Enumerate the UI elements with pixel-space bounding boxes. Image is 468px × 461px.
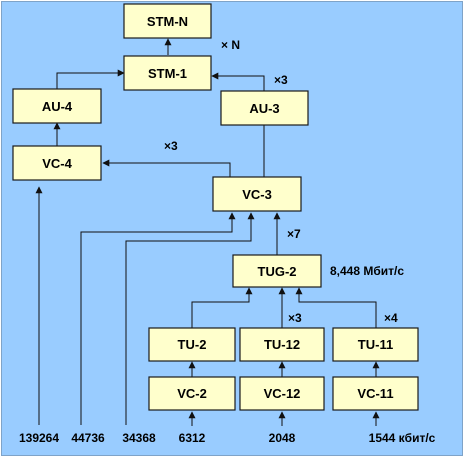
box-stm-n: STM-N bbox=[123, 3, 212, 39]
box-au-4-label: AU-4 bbox=[42, 99, 73, 114]
connectors bbox=[35, 38, 380, 426]
box-tu-2: TU-2 bbox=[148, 327, 236, 362]
box-vc-4: VC-4 bbox=[12, 145, 102, 181]
box-tu-12-label: TU-12 bbox=[264, 337, 300, 352]
input-rate-34368: 34368 bbox=[122, 431, 156, 445]
input-rate-139264: 139264 bbox=[19, 431, 59, 445]
input-rate-2048: 2048 bbox=[269, 431, 296, 445]
multiplier-tug-2: ×7 bbox=[287, 227, 301, 241]
box-stm-n-label: STM-N bbox=[147, 14, 188, 29]
box-vc-11-label: VC-11 bbox=[357, 386, 393, 401]
box-au-3: AU-3 bbox=[220, 90, 309, 126]
box-vc-2-label: VC-2 bbox=[177, 386, 207, 401]
box-vc-12-label: VC-12 bbox=[264, 386, 301, 401]
multiplier-stm-n: × N bbox=[221, 38, 240, 52]
multiplier-tu-12: ×3 bbox=[288, 311, 302, 325]
box-tu-12: TU-12 bbox=[239, 327, 325, 362]
box-tu-11-label: TU-11 bbox=[358, 337, 393, 352]
multiplier-tu-11: ×4 bbox=[384, 311, 398, 325]
box-tug-2-label: TUG-2 bbox=[258, 264, 297, 279]
input-rate-6312: 6312 bbox=[179, 431, 206, 445]
box-stm-1: STM-1 bbox=[123, 55, 212, 91]
arrow-44736-to-vc3 bbox=[80, 212, 236, 425]
tug-2-rate-label: 8,448 Мбит/с bbox=[330, 264, 404, 278]
arrow-au4-to-stm1 bbox=[56, 69, 125, 89]
arrow-au3-to-stm1 bbox=[211, 72, 265, 91]
box-vc-11: VC-11 bbox=[332, 376, 419, 411]
box-vc-3-label: VC-3 bbox=[242, 187, 272, 202]
arrow-tu11-to-tug2 bbox=[295, 287, 377, 328]
box-tu-2-label: TU-2 bbox=[178, 337, 207, 352]
input-rate-44736: 44736 bbox=[71, 431, 105, 445]
box-au-3-label: AU-3 bbox=[249, 101, 279, 116]
arrow-tu2-to-tug2 bbox=[191, 287, 253, 328]
box-stm-1-label: STM-1 bbox=[148, 66, 187, 81]
box-vc-2: VC-2 bbox=[148, 376, 236, 411]
box-vc-4-label: VC-4 bbox=[42, 156, 72, 171]
multiplier-au-3: ×3 bbox=[274, 73, 288, 87]
box-vc-12: VC-12 bbox=[239, 376, 325, 411]
box-tug-2: TUG-2 bbox=[232, 254, 322, 288]
box-vc-3: VC-3 bbox=[212, 176, 302, 212]
arrow-vc3-to-vc4 bbox=[102, 159, 231, 177]
arrow-34368-to-vc3 bbox=[125, 212, 255, 425]
multiplier-vc-4: ×3 bbox=[164, 139, 178, 153]
box-tu-11: TU-11 bbox=[332, 327, 419, 362]
box-au-4: AU-4 bbox=[12, 88, 102, 124]
input-rate-1544: 1544 кбит/с bbox=[369, 431, 436, 445]
